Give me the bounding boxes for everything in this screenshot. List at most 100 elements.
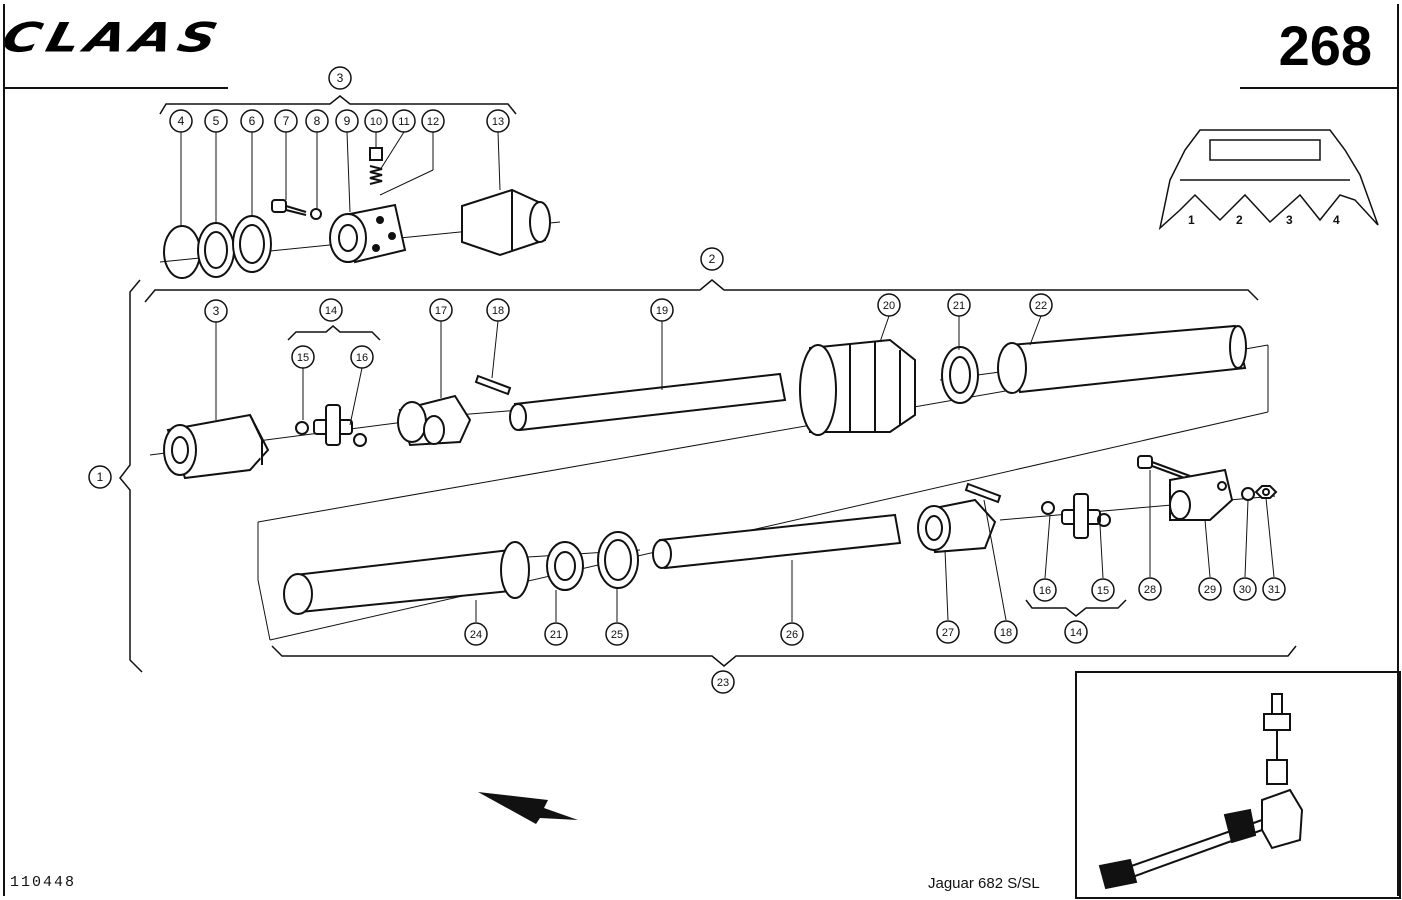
callout-number: 31 [1268,584,1280,596]
callout-circle [544,622,568,646]
callout-24: 24 [464,622,488,646]
callout-number: 6 [249,114,256,128]
callout-circle [169,109,193,133]
callout-circle [605,622,629,646]
callout-number: 26 [786,629,798,641]
callout-circle [328,66,352,90]
callout-number: 5 [213,114,220,128]
callout-13: 13 [486,109,510,133]
callout-number: 16 [356,352,368,364]
callout-27: 27 [936,620,960,644]
callout-number: 14 [1070,627,1082,639]
callout-15: 15 [1091,578,1115,602]
part-21-bearing-ring [941,346,979,404]
callout-9: 9 [335,109,359,133]
callout-22: 22 [1029,293,1053,317]
callout-18: 18 [486,298,510,322]
part-5-washer [197,222,235,278]
callout-circle [1138,577,1162,601]
part-19-inner-tube [509,372,787,432]
callout-21: 21 [947,293,971,317]
callout-number: 10 [370,116,382,128]
callout-number: 23 [717,677,729,689]
callout-circle [650,298,674,322]
callout-number: 28 [1144,584,1156,596]
part-31-nut [1254,485,1278,499]
callout-number: 3 [337,71,344,85]
part-6-lock-washer [232,215,272,273]
part-21-lower-bearing-ring [546,541,584,591]
callout-number: 29 [1204,584,1216,596]
callout-21: 21 [544,622,568,646]
callout-31: 31 [1262,577,1286,601]
part-17-inner-yoke [397,394,472,447]
part-30-lock-washer [1241,487,1255,501]
callout-number: 7 [283,114,290,128]
callout-number: 2 [709,252,716,266]
callout-circle [1033,578,1057,602]
part-22-guard-tube [997,324,1247,394]
part-13-yoke [461,188,551,257]
callout-16: 16 [350,345,374,369]
callout-15: 15 [291,345,315,369]
callout-circle [1262,577,1286,601]
callout-number: 25 [611,629,623,641]
callout-number: 15 [1097,585,1109,597]
callout-circle [877,293,901,317]
callout-circle [204,299,228,323]
callout-circle [1198,577,1222,601]
callout-number: 4 [178,114,185,128]
part-3-yoke [163,413,270,480]
callout-circle [936,620,960,644]
part-18-spring-pin [474,374,512,396]
part-14-cross-kit [295,404,367,447]
callout-circle [464,622,488,646]
page-number: 268 [1278,14,1372,77]
callout-19: 19 [650,298,674,322]
callout-25: 25 [605,622,629,646]
callout-18: 18 [994,620,1018,644]
inset-position-1: 1 [1188,213,1195,227]
callout-12: 12 [421,109,445,133]
frame [3,4,1401,899]
model-name: Jaguar 682 S/SL [928,875,1040,892]
part-18-lower-spring-pin [964,482,1002,504]
inset-position-3: 3 [1286,213,1293,227]
callout-circle [305,109,329,133]
callout-30: 30 [1233,577,1257,601]
callout-29: 29 [1198,577,1222,601]
callout-20: 20 [877,293,901,317]
part-4-retaining-ring [163,225,201,279]
callout-circle [780,622,804,646]
inset-position-labels: 1 2 3 4 [1188,213,1340,227]
callout-number: 18 [492,305,504,317]
callout-circle [88,465,112,489]
part-8-nut [310,208,322,220]
callout-number: 21 [953,300,965,312]
part-26-outer-tube [652,513,902,570]
inset-driveshaft-view [1098,693,1304,890]
callout-16: 16 [1033,578,1057,602]
callout-circle [291,345,315,369]
callout-number: 15 [297,352,309,364]
callout-circle [319,298,343,322]
callout-number: 13 [492,116,504,128]
callout-28: 28 [1138,577,1162,601]
callout-7: 7 [274,109,298,133]
callout-circle [994,620,1018,644]
callout-circle [350,345,374,369]
callout-number: 17 [435,305,447,317]
callout-number: 3 [213,304,220,318]
part-14-lower-cross-kit [1041,493,1111,539]
callout-circle [364,109,388,133]
callout-circle [486,298,510,322]
callout-3: 3 [328,66,352,90]
part-28-bolt [1137,455,1191,481]
inset-position-4: 4 [1333,213,1340,227]
callout-circle [1064,620,1088,644]
leader-lines [180,131,1275,622]
part-25-ring [597,531,639,589]
callout-8: 8 [305,109,329,133]
